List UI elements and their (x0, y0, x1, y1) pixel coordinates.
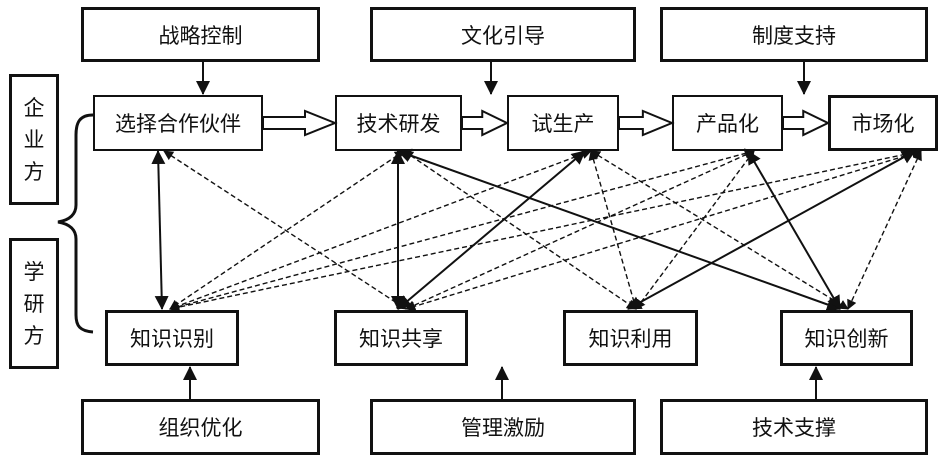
mgmt-incentive-box: 管理激励 (370, 399, 636, 455)
flow-arrow-partner-to-rd (262, 109, 338, 137)
knowledge-create-box: 知识创新 (780, 310, 913, 366)
academia-side-text: 学研方 (23, 259, 45, 348)
tech-support-label: 技术支撑 (752, 416, 836, 440)
dashed-link-trial-k_identify (169, 149, 592, 311)
org-optimization-label: 组织优化 (158, 416, 243, 440)
dashed-link-market-k_share (405, 148, 922, 312)
knowledge-share-box: 知识共享 (334, 310, 468, 366)
culture-guidance-label: 文化引导 (461, 23, 545, 48)
stage-trial-production-label: 试生产 (531, 112, 595, 136)
stage-select-partner: 选择合作伙伴 (93, 95, 263, 151)
stage-trial-production: 试生产 (507, 95, 619, 151)
dashed-link-market-k_identify (169, 147, 922, 313)
solid-link-productize-k_create (747, 150, 841, 310)
knowledge-identify-box: 知识识别 (105, 310, 239, 366)
solid-link-trial-k_share (397, 150, 586, 310)
flow-arrow-productize-to-market (782, 109, 831, 137)
flow-arrow-trial-to-productize (618, 109, 675, 137)
solid-link-partner-k_identify (151, 150, 169, 310)
strategy-control-label: 战略控制 (158, 23, 243, 48)
mgmt-incentive-label: 管理激励 (461, 416, 545, 440)
knowledge-create-label: 知识创新 (804, 327, 889, 351)
dashed-link-market-k_create (847, 150, 922, 310)
stage-select-partner-label: 选择合作伙伴 (115, 112, 241, 136)
stage-marketization-label: 市场化 (851, 112, 915, 136)
institution-support-box: 制度支持 (660, 7, 928, 62)
culture-guidance-box: 文化引导 (370, 7, 636, 62)
dashed-link-rd-k_use (403, 150, 637, 310)
enterprise-side-label: 企业方 (9, 74, 59, 205)
grouping-brace (57, 113, 94, 334)
institution-support-label: 制度支持 (752, 23, 836, 48)
academia-side-label: 学研方 (9, 238, 59, 369)
stage-productization: 产品化 (672, 95, 783, 151)
tech-support-box: 技术支撑 (660, 399, 928, 455)
knowledge-identify-label: 知识识别 (130, 327, 214, 351)
dashed-link-productize-k_use (635, 150, 755, 310)
stage-productization-label: 产品化 (696, 112, 759, 136)
enterprise-side-text: 企业方 (23, 95, 45, 184)
stage-marketization: 市场化 (828, 95, 938, 151)
flow-arrow-rd-to-trial (461, 109, 510, 137)
knowledge-use-label: 知识利用 (588, 327, 673, 351)
stage-tech-rd-label: 技术研发 (356, 112, 441, 136)
dashed-link-productize-k_share (405, 150, 755, 310)
knowledge-share-label: 知识共享 (359, 327, 443, 351)
org-optimization-box: 组织优化 (81, 399, 320, 455)
strategy-control-box: 战略控制 (81, 7, 320, 62)
